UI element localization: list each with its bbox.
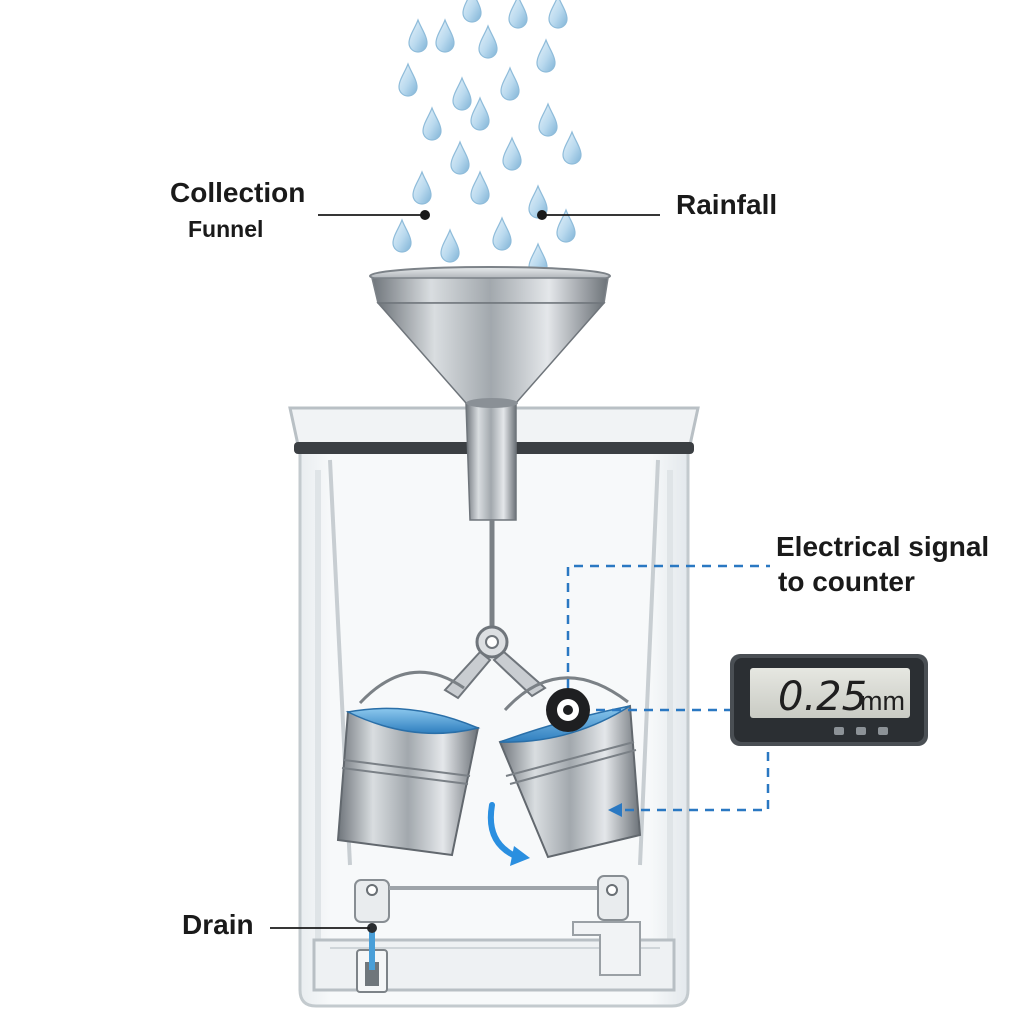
raindrop: [412, 170, 432, 205]
collection-label-line2: Funnel: [188, 216, 263, 242]
right-bucket: [498, 676, 642, 859]
counter-button-2[interactable]: [856, 727, 866, 735]
tipping-bucket-mechanism: [336, 520, 642, 866]
left-bucket: [336, 670, 481, 857]
raindrop: [470, 170, 490, 205]
drain-label: Drain: [182, 909, 254, 940]
raindrop: [536, 38, 556, 73]
rainfall-label: Rainfall: [676, 189, 777, 220]
raindrop: [422, 106, 442, 141]
raindrop: [452, 76, 472, 111]
funnel-leader-dot: [420, 210, 430, 220]
collection-funnel: [369, 266, 611, 521]
collection-label-line1: Collection: [170, 177, 305, 208]
raindrop: [548, 0, 568, 29]
counter-button-3[interactable]: [878, 727, 888, 735]
raindrop: [408, 18, 428, 53]
raindrop: [435, 18, 455, 53]
raindrop: [508, 0, 528, 29]
raindrop: [470, 96, 490, 131]
counter-value: 0.25: [778, 674, 867, 720]
raindrop: [492, 216, 512, 251]
raindrop: [502, 136, 522, 171]
sensor-switch: [546, 688, 590, 732]
rainfall-leader-dot: [537, 210, 547, 220]
raindrop: [478, 24, 498, 59]
drain-assembly: [354, 875, 641, 993]
signal-path: [566, 564, 770, 812]
raindrop: [500, 66, 520, 101]
raindrop: [440, 228, 460, 263]
raindrop: [462, 0, 482, 23]
counter-button-1[interactable]: [834, 727, 844, 735]
raindrops: [392, 0, 582, 277]
raindrop: [562, 130, 582, 165]
raindrop: [398, 62, 418, 97]
signal-label-line2: to counter: [778, 566, 915, 597]
raindrop: [392, 218, 412, 253]
signal-arrowhead: [608, 803, 622, 817]
digital-counter: 0.25 mm: [730, 654, 928, 746]
leader-lines: [270, 214, 660, 929]
signal-label-line1: Electrical signal: [776, 531, 989, 562]
raindrop: [450, 140, 470, 175]
counter-unit: mm: [860, 686, 905, 716]
raindrop: [556, 208, 576, 243]
raindrop: [538, 102, 558, 137]
